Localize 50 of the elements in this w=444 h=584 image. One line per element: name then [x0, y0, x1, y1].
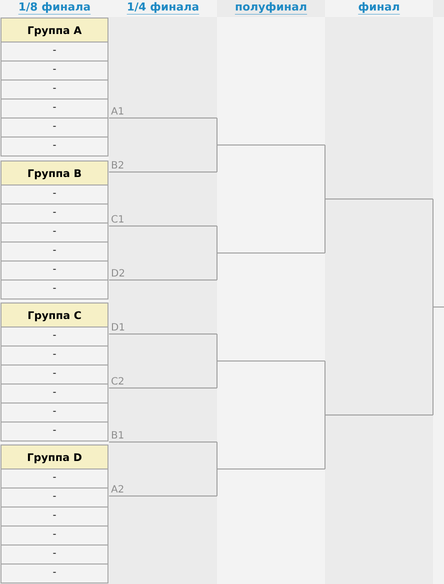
column-heading: 1/4 финала: [109, 0, 217, 17]
table-cell: -: [0, 402, 108, 422]
table-cell: -: [0, 136, 108, 156]
table-cell: -: [0, 468, 108, 488]
bracket-line: [216, 334, 218, 362]
bracket-line: [216, 468, 218, 496]
table-cell: -: [0, 544, 108, 564]
table-cell: -: [0, 346, 108, 366]
bracket-line: [324, 198, 326, 254]
table-cell: -: [0, 326, 108, 346]
table-cell: -: [0, 422, 108, 442]
table-cell: -: [0, 506, 108, 526]
table-cell: -: [0, 98, 108, 118]
table-cell: -: [0, 242, 108, 262]
table-cell: -: [0, 260, 108, 280]
bracket-slot: B1: [108, 431, 218, 442]
bracket-line: [324, 360, 326, 416]
bracket-line: [216, 360, 218, 388]
bracket-line: [324, 144, 326, 200]
table-cell: -: [0, 42, 108, 62]
table-cell: -: [0, 384, 108, 404]
table-cell: -: [0, 564, 108, 584]
column-heading: полуфинал: [217, 0, 325, 17]
bracket-line: [324, 414, 326, 470]
bracket-slot: C1: [108, 215, 218, 226]
bracket-line: [216, 252, 218, 280]
table-cell: -: [0, 222, 108, 242]
bracket-slot: A1: [108, 107, 218, 118]
bracket-slot: D2: [108, 269, 218, 280]
table-cell: -: [0, 526, 108, 546]
table-cell: -: [0, 118, 108, 138]
bracket-slot: C2: [108, 377, 218, 388]
bracket-line: [432, 306, 434, 416]
table-cell: -: [0, 204, 108, 224]
bracket-slot: D1: [108, 323, 218, 334]
table-cell: -: [0, 488, 108, 508]
table-cell: -: [0, 60, 108, 80]
table-cell: -: [0, 80, 108, 100]
table-cell: -: [0, 184, 108, 204]
column-heading: финал: [325, 0, 433, 17]
bracket-line: [216, 442, 218, 470]
table-cell: -: [0, 280, 108, 300]
column-heading: 1/8 финала: [0, 0, 109, 17]
table-cell: -: [0, 364, 108, 384]
bracket-slot: B2: [108, 161, 218, 172]
bracket-slot: A2: [108, 485, 218, 496]
bracket-line: [432, 198, 434, 308]
bracket-line: [216, 144, 218, 172]
bracket-line: [216, 118, 218, 146]
bracket-line: [216, 226, 218, 254]
